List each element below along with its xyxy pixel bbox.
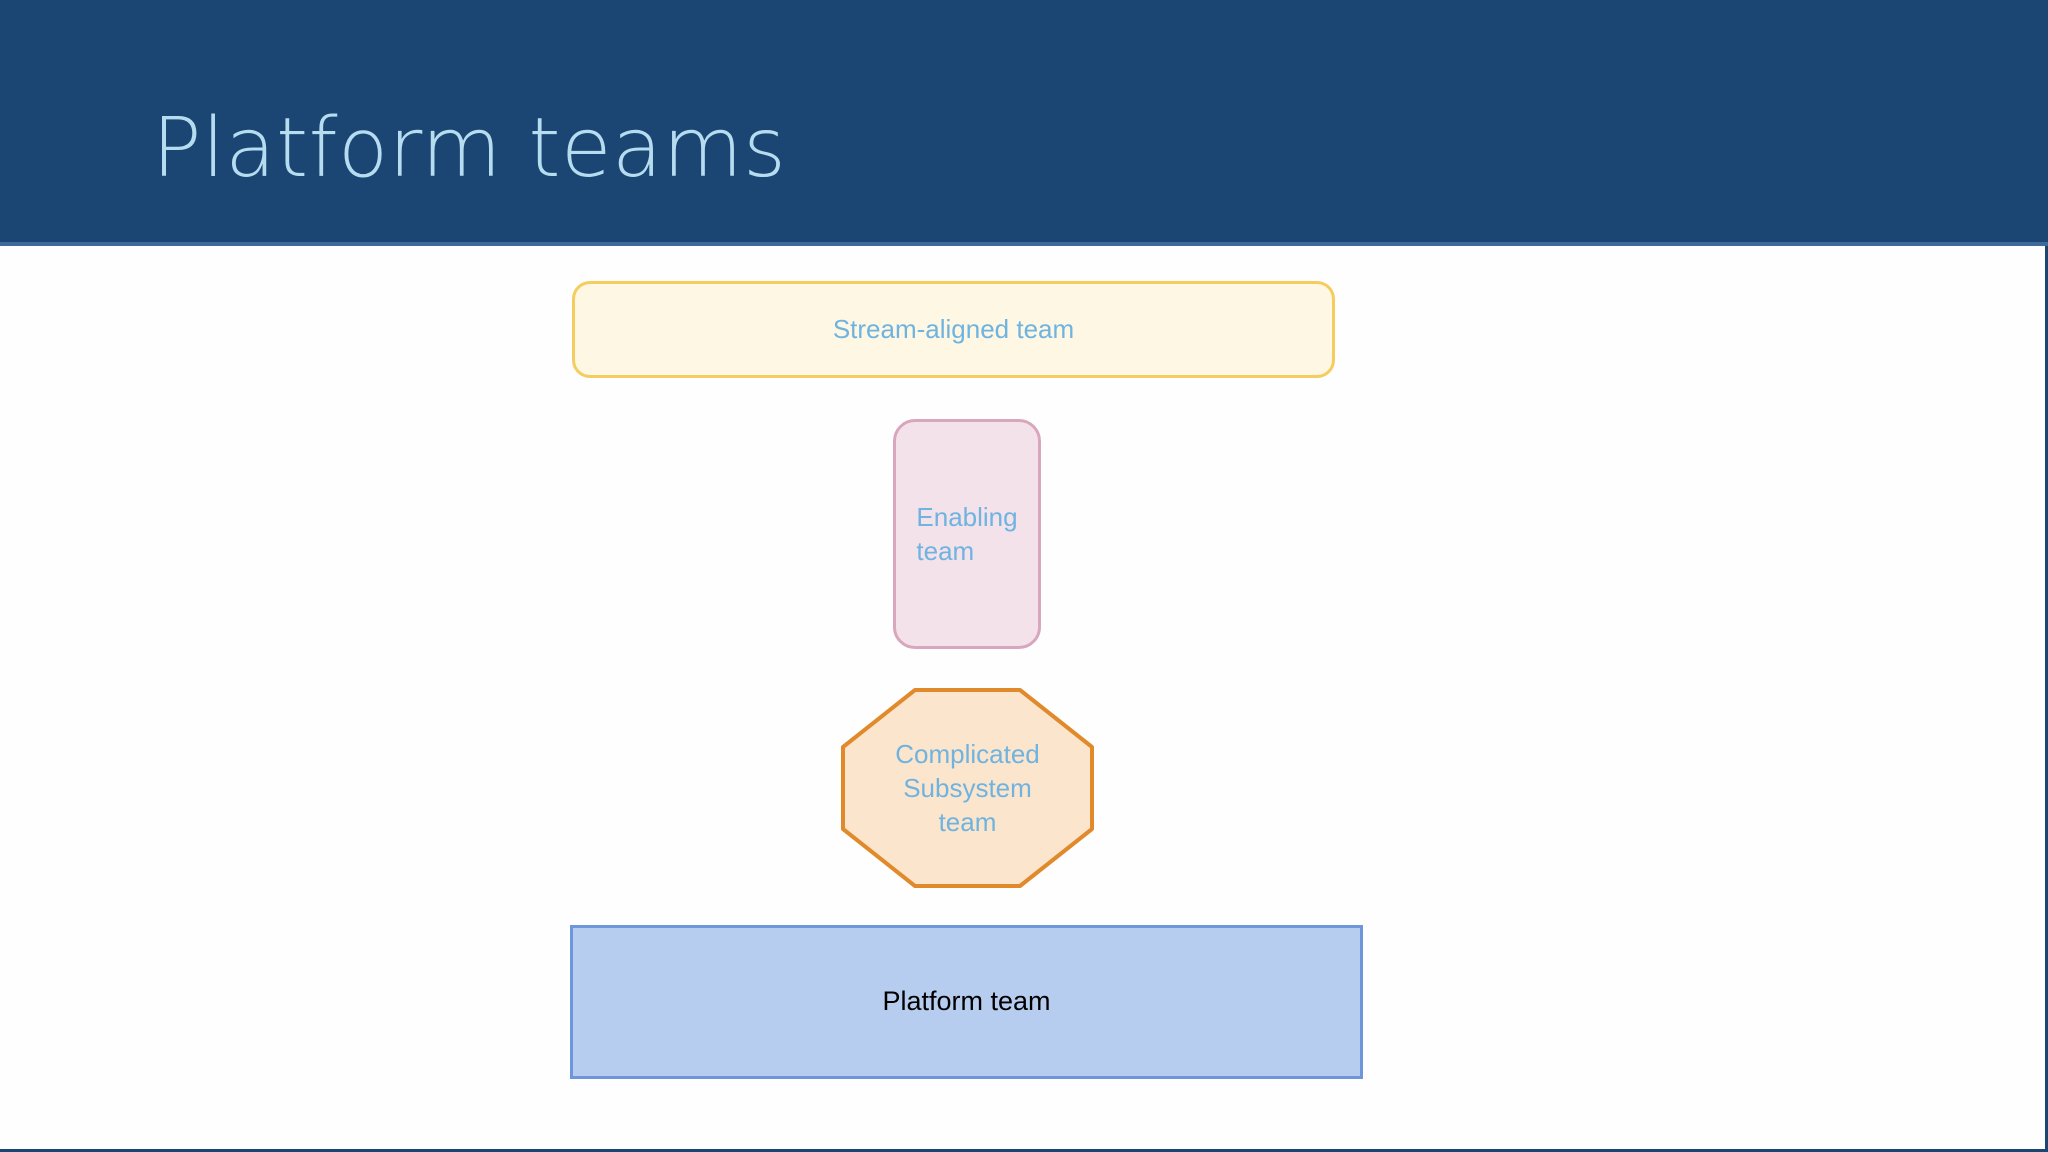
octagon-icon <box>841 688 1094 888</box>
slide-header-band <box>0 0 2048 242</box>
complicated-subsystem-team-label: Complicated Subsystem team <box>841 688 1094 888</box>
enabling-team-shape[interactable]: Enabling team <box>893 419 1041 649</box>
complicated-subsystem-team-shape[interactable]: Complicated Subsystem team <box>841 688 1094 888</box>
complicated-subsystem-team-label-line-2: Subsystem <box>903 772 1032 803</box>
stream-aligned-team-label: Stream-aligned team <box>832 314 1075 345</box>
header-divider-rule <box>0 242 2048 246</box>
complicated-subsystem-team-label-line-1: Complicated <box>895 738 1040 769</box>
platform-team-shape[interactable]: Platform team <box>570 925 1363 1079</box>
platform-team-label: Platform team <box>882 986 1051 1017</box>
stream-aligned-team-shape[interactable]: Stream-aligned team <box>572 281 1335 378</box>
enabling-team-label-line-1: Enabling <box>916 501 1018 532</box>
page-title: Platform teams <box>152 101 787 196</box>
enabling-team-label: Enabling team <box>916 500 1017 569</box>
complicated-subsystem-team-label-line-3: team <box>938 807 997 838</box>
enabling-team-label-line-2: team <box>916 536 975 566</box>
